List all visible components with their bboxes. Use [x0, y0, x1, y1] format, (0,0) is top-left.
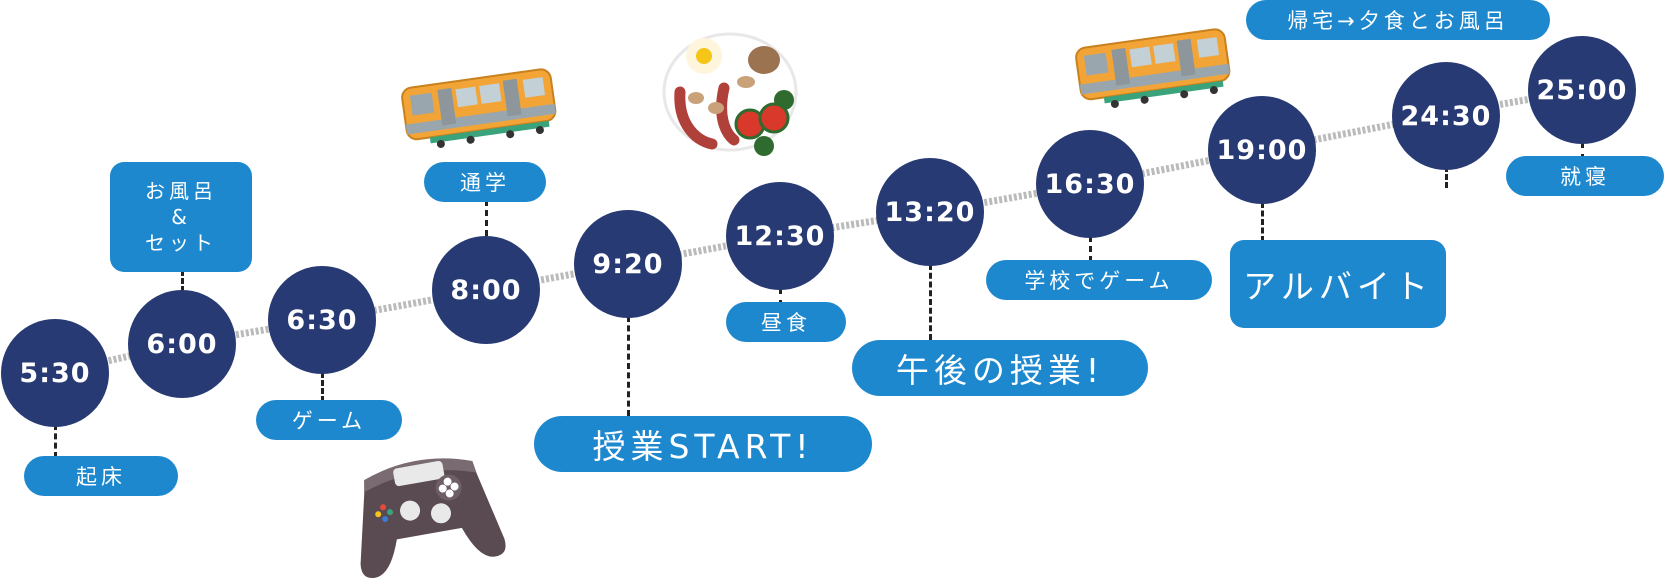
game-controller-icon [360, 458, 506, 579]
train-icon [1075, 28, 1231, 108]
breakfast-plate-icon [662, 32, 798, 156]
time-node-0920: 9:20 [574, 210, 682, 318]
label-part-time-job: アルバイト [1230, 240, 1446, 328]
label-wake-up: 起床 [24, 456, 178, 496]
connector [929, 264, 932, 340]
connector [54, 424, 57, 458]
label-game: ゲーム [256, 400, 402, 440]
label-afternoon-class: 午後の授業! [852, 340, 1148, 396]
time-node-2500: 25:00 [1528, 36, 1636, 144]
connector [1261, 202, 1264, 242]
connector [485, 200, 488, 236]
label-class-start: 授業START! [534, 416, 872, 472]
time-node-1900: 19:00 [1208, 96, 1316, 204]
label-sleep: 就寝 [1506, 156, 1664, 196]
connector [1581, 142, 1584, 160]
time-node-2430: 24:30 [1392, 62, 1500, 170]
connector [627, 316, 630, 416]
label-school-game: 学校でゲーム [986, 260, 1212, 300]
time-node-0630: 6:30 [268, 266, 376, 374]
time-node-0530: 5:30 [1, 319, 109, 427]
connector [321, 372, 324, 402]
connector [1089, 236, 1092, 262]
connector [1445, 166, 1448, 188]
label-lunch: 昼食 [726, 302, 846, 342]
time-node-0600: 6:00 [128, 290, 236, 398]
train-icon [401, 68, 557, 148]
label-home-dinner-bath: 帰宅→夕食とお風呂 [1246, 0, 1550, 40]
connector [779, 288, 782, 306]
time-node-1630: 16:30 [1036, 130, 1144, 238]
time-node-1320: 13:20 [876, 158, 984, 266]
label-commute: 通学 [424, 162, 546, 202]
time-node-0800: 8:00 [432, 236, 540, 344]
connector [181, 270, 184, 292]
time-node-1230: 12:30 [726, 182, 834, 290]
label-bath-set: お風呂 & セット [110, 162, 252, 272]
